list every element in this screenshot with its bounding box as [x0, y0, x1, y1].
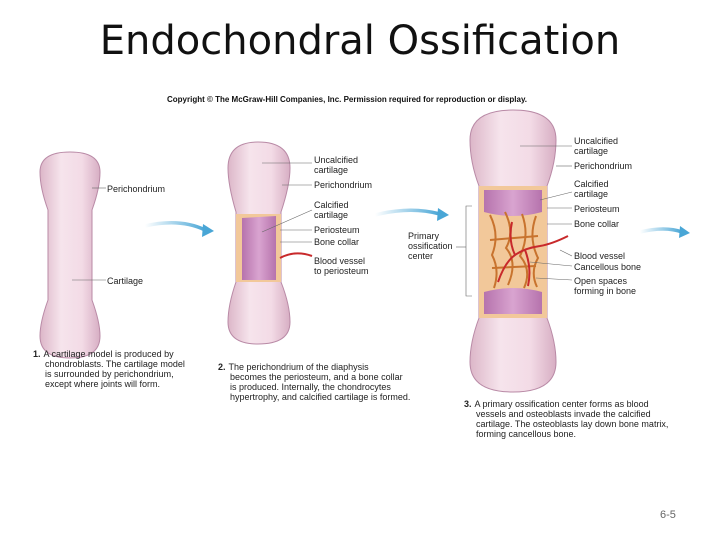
stage1-label-perichondrium: Perichondrium — [107, 184, 166, 194]
arrow-1-head — [202, 224, 214, 237]
slide-title: Endochondral Ossification — [99, 18, 621, 64]
stage2-blood-vessel — [279, 252, 313, 259]
stage2-label-perichondrium: Perichondrium — [314, 180, 373, 190]
stage2-bone-collar-model — [227, 141, 313, 345]
stage3-label-blood-vessel: Blood vessel — [574, 251, 626, 261]
stage2-label-periosteum: Periosteum — [314, 225, 360, 235]
stage3-cancellous-bone — [489, 211, 540, 289]
stage1-caption: 1.A cartilage model is produced by chond… — [33, 349, 185, 389]
stage1-label-cartilage: Cartilage — [107, 276, 144, 286]
page-number: 6-5 — [660, 509, 676, 521]
stage3-bracket — [465, 205, 472, 297]
arrow-3-head — [679, 226, 690, 238]
stage3-label-perichondrium: Perichondrium — [574, 161, 633, 171]
stage3-ossification-model — [469, 109, 569, 393]
stage3-caption: 3.A primary ossification center forms as… — [464, 399, 669, 439]
stage3-calcified-cartilage-bottom — [484, 288, 542, 314]
stage2-label-bone-collar: Bone collar — [314, 237, 360, 247]
stage3-label-periosteum: Periosteum — [574, 204, 620, 214]
stage3-calcified-cartilage-top — [484, 190, 542, 216]
stage2-caption: 2.The perichondrium of the diaphysis bec… — [218, 362, 411, 402]
arrow-2 — [374, 208, 441, 217]
stage1-cartilage-model — [39, 151, 101, 359]
stage3-label-primary-ossification-center: Primary ossification center — [408, 231, 453, 261]
stage3-leaders — [520, 145, 573, 281]
stage3-label-bone-collar: Bone collar — [574, 219, 620, 229]
arrow-1 — [144, 221, 206, 232]
stage2-leaders — [261, 162, 313, 243]
stage2-calcified-cartilage — [242, 216, 276, 280]
stage1-bone-shape — [39, 151, 101, 359]
stage3-blood-vessel — [497, 221, 569, 287]
copyright-notice: Copyright © The McGraw-Hill Companies, I… — [167, 95, 528, 104]
stage3-label-cancellous-bone: Cancellous bone — [574, 262, 642, 272]
arrow-3 — [639, 227, 683, 234]
arrow-2-head — [437, 208, 449, 221]
